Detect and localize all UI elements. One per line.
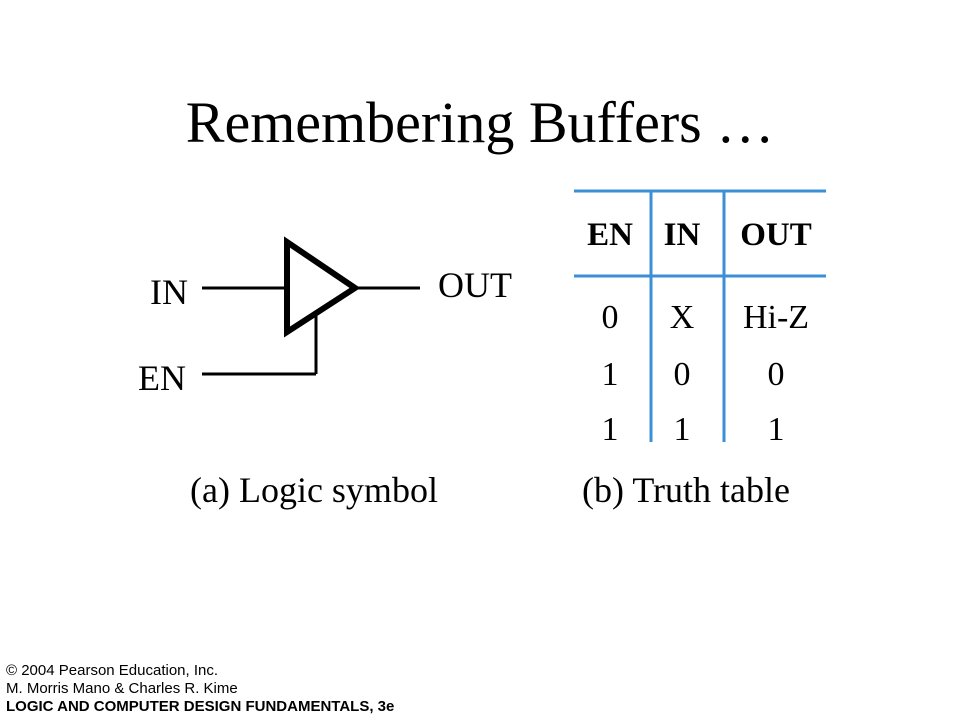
- cell-row1-en: 0: [601, 299, 619, 336]
- output-label: OUT: [438, 265, 512, 305]
- footer-credit: © 2004 Pearson Education, Inc. M. Morris…: [6, 662, 394, 716]
- cell-row1-in: X: [669, 299, 695, 336]
- cell-row3-en: 1: [601, 411, 619, 448]
- cell-row1-out: Hi-Z: [742, 299, 810, 336]
- tri-state-buffer-symbol: [202, 236, 420, 376]
- authors-line: M. Morris Mano & Charles R. Kime: [6, 680, 238, 697]
- logic-symbol-caption: (a) Logic symbol: [190, 470, 438, 510]
- buffer-triangle: [284, 236, 361, 338]
- cell-row2-in: 0: [673, 356, 691, 393]
- copyright-line: © 2004 Pearson Education, Inc.: [6, 662, 219, 679]
- slide-title: Remembering Buffers …: [185, 90, 775, 155]
- header-out: OUT: [740, 217, 812, 253]
- header-en: EN: [587, 217, 633, 253]
- cell-row2-out: 0: [767, 356, 785, 393]
- cell-row3-in: 1: [673, 411, 691, 448]
- truth-table-rules: [574, 189, 826, 442]
- cell-row2-en: 1: [601, 356, 619, 393]
- input-label: IN: [150, 272, 188, 312]
- header-in: IN: [663, 217, 701, 253]
- truth-table-caption: (b) Truth table: [582, 470, 791, 510]
- cell-row3-out: 1: [767, 411, 785, 448]
- enable-label: EN: [138, 358, 186, 398]
- book-title-line: LOGIC AND COMPUTER DESIGN FUNDAMENTALS, …: [6, 698, 395, 715]
